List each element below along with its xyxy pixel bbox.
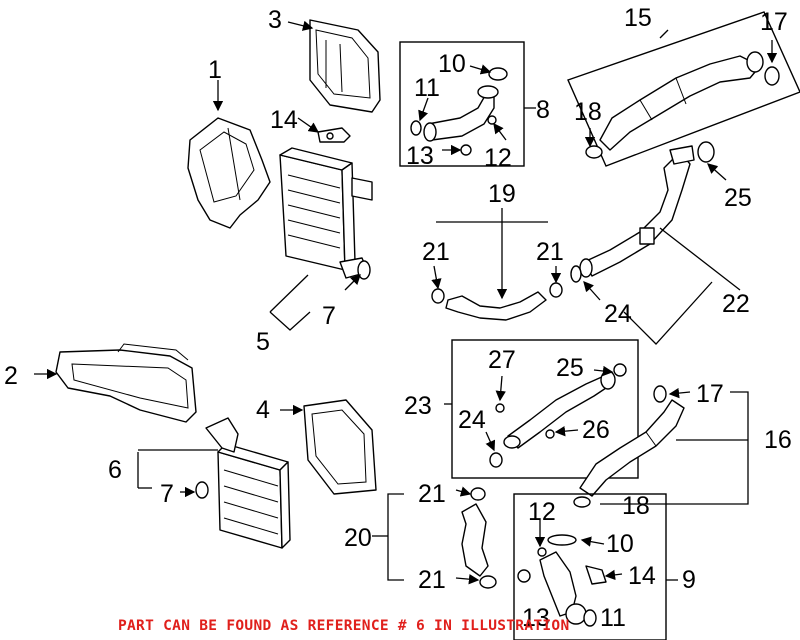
part-2-duct bbox=[55, 343, 197, 423]
label-1: 1 bbox=[208, 56, 222, 84]
label-13b: 13 bbox=[522, 604, 550, 632]
part-20-hose bbox=[461, 487, 497, 589]
label-16: 16 bbox=[764, 426, 792, 454]
label-7b: 7 bbox=[160, 480, 174, 508]
label-27: 27 bbox=[488, 346, 516, 374]
label-21c: 21 bbox=[418, 480, 446, 508]
part-5-intercooler bbox=[279, 147, 373, 280]
label-25b: 25 bbox=[556, 354, 584, 382]
label-14b: 14 bbox=[628, 562, 656, 590]
label-11b: 11 bbox=[600, 604, 626, 632]
label-25a: 25 bbox=[724, 184, 752, 212]
label-21a: 21 bbox=[422, 238, 450, 266]
label-3: 3 bbox=[268, 6, 282, 34]
part-9-elbow bbox=[517, 534, 607, 627]
label-7a: 7 bbox=[322, 302, 336, 330]
label-24a: 24 bbox=[604, 300, 632, 328]
part-8-elbow bbox=[410, 67, 508, 156]
label-14a: 14 bbox=[270, 106, 298, 134]
label-5: 5 bbox=[256, 328, 270, 356]
label-6: 6 bbox=[108, 456, 122, 484]
label-4: 4 bbox=[256, 396, 270, 424]
part-1-air-duct bbox=[187, 117, 271, 229]
part-19-hose bbox=[431, 282, 563, 321]
label-10b: 10 bbox=[606, 530, 634, 558]
label-12b: 12 bbox=[528, 498, 556, 526]
label-23: 23 bbox=[404, 392, 432, 420]
label-26: 26 bbox=[582, 416, 610, 444]
part-4-shroud bbox=[303, 399, 377, 495]
part-22-pipe bbox=[570, 141, 715, 283]
label-20: 20 bbox=[344, 524, 372, 552]
label-13a: 13 bbox=[406, 142, 434, 170]
label-18a: 18 bbox=[574, 98, 602, 126]
part-14-sensor-top bbox=[317, 127, 351, 143]
label-19: 19 bbox=[488, 180, 516, 208]
label-21b: 21 bbox=[536, 238, 564, 266]
label-17b: 17 bbox=[696, 380, 724, 408]
part-15-hose bbox=[585, 51, 780, 159]
callout-labels: 1 2 3 4 5 6 7 7 8 9 10 10 11 11 12 12 13… bbox=[4, 4, 792, 632]
part-8-box bbox=[399, 41, 525, 167]
part-9-box bbox=[513, 493, 667, 640]
part-6-intercooler bbox=[195, 417, 291, 549]
label-12a: 12 bbox=[484, 144, 512, 172]
part-23-box bbox=[451, 339, 639, 479]
label-11a: 11 bbox=[414, 74, 440, 102]
label-8: 8 bbox=[536, 96, 550, 124]
label-22: 22 bbox=[722, 290, 750, 318]
label-10a: 10 bbox=[438, 50, 466, 78]
label-21d: 21 bbox=[418, 566, 446, 594]
label-17a: 17 bbox=[760, 8, 788, 36]
part-3-shroud bbox=[309, 19, 381, 113]
reference-note: PART CAN BE FOUND AS REFERENCE # 6 IN IL… bbox=[118, 618, 570, 634]
label-15: 15 bbox=[624, 4, 652, 32]
part-16-hose bbox=[573, 385, 685, 508]
label-18b: 18 bbox=[622, 492, 650, 520]
part-23-pipe bbox=[489, 363, 627, 468]
label-9: 9 bbox=[682, 566, 696, 594]
label-24b: 24 bbox=[458, 406, 486, 434]
label-2: 2 bbox=[4, 362, 18, 390]
